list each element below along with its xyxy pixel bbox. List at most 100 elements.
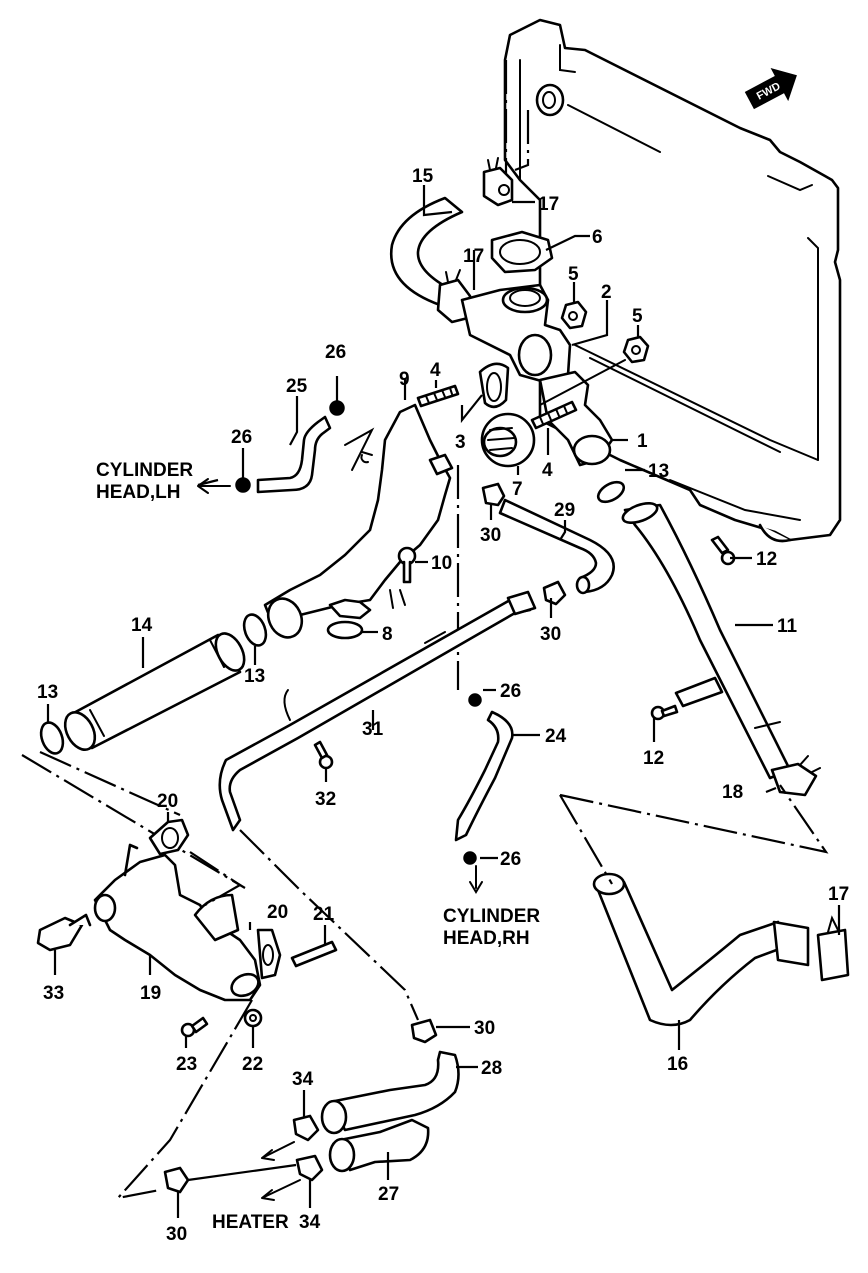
nut	[560, 300, 588, 330]
callout-21[interactable]: 21	[313, 904, 335, 925]
temperature-sensor	[36, 913, 92, 952]
connection-line	[21, 754, 246, 889]
nut	[243, 1008, 263, 1028]
connection-line	[39, 750, 181, 817]
front-direction-arrow: FWD	[744, 68, 797, 110]
callout-26b[interactable]: 26	[231, 427, 252, 448]
callout-13c[interactable]: 13	[37, 682, 58, 703]
callout-6[interactable]: 6	[592, 227, 603, 248]
bracket	[674, 676, 724, 708]
svg-text:HEAD,LH: HEAD,LH	[96, 482, 180, 503]
callout-24[interactable]: 24	[545, 726, 567, 747]
callout-26d[interactable]: 26	[500, 849, 521, 870]
callout-34b[interactable]: 34	[299, 1212, 321, 1233]
water-pipe-housing	[263, 403, 454, 639]
connection-line	[189, 851, 243, 906]
callout-4a[interactable]: 4	[430, 360, 441, 381]
bolt	[650, 704, 679, 721]
callout-23[interactable]: 23	[176, 1054, 197, 1075]
water-pipe	[63, 632, 246, 751]
callout-11[interactable]: 11	[777, 616, 798, 637]
hose-clamp	[482, 157, 514, 207]
o-ring	[326, 620, 364, 640]
callout-27[interactable]: 27	[378, 1184, 399, 1205]
callout-7[interactable]: 7	[512, 479, 523, 500]
bolt	[180, 1016, 209, 1038]
o-ring	[39, 721, 65, 755]
gasket	[478, 362, 510, 409]
note-cylinder-head-rh: CYLINDER HEAD,RH	[443, 906, 540, 949]
hose-clamp	[163, 1166, 190, 1194]
svg-text:HEATER: HEATER	[212, 1212, 289, 1233]
upper-radiator-hose	[389, 196, 464, 307]
callout-33[interactable]: 33	[43, 983, 64, 1004]
o-ring	[596, 480, 626, 504]
hose-clamp-small	[410, 1018, 438, 1044]
heater-hose	[328, 1118, 430, 1173]
radiator	[503, 18, 842, 543]
callout-20a[interactable]: 20	[157, 791, 178, 812]
thermostat	[480, 412, 536, 468]
callout-30a[interactable]: 30	[480, 525, 501, 546]
hose-clamp	[295, 1154, 324, 1182]
connection-line	[559, 794, 613, 885]
callout-26a[interactable]: 26	[325, 342, 346, 363]
connection-line	[115, 999, 253, 1200]
callout-12b[interactable]: 12	[643, 748, 664, 769]
water-inlet-elbow	[93, 843, 262, 1002]
callout-29[interactable]: 29	[554, 500, 575, 521]
callout-14[interactable]: 14	[131, 615, 153, 636]
nut	[622, 335, 650, 364]
heater-hose	[320, 1050, 460, 1135]
callout-13a[interactable]: 13	[648, 461, 669, 482]
callout-4b[interactable]: 4	[542, 460, 553, 481]
callout-26c[interactable]: 26	[500, 681, 521, 702]
bolt	[397, 546, 417, 584]
hose-clamp-small	[468, 693, 482, 707]
callout-12a[interactable]: 12	[756, 549, 777, 570]
callout-25[interactable]: 25	[286, 376, 308, 397]
lower-radiator-hose	[621, 501, 792, 780]
callout-1[interactable]: 1	[637, 431, 648, 452]
callout-30b[interactable]: 30	[540, 624, 561, 645]
callout-22[interactable]: 22	[242, 1054, 263, 1075]
callout-32[interactable]: 32	[315, 789, 336, 810]
connection-line	[559, 784, 829, 854]
callout-2[interactable]: 2	[601, 282, 612, 303]
leader-lines	[46, 185, 841, 1218]
arrow-icon	[744, 68, 797, 110]
callout-8[interactable]: 8	[382, 624, 393, 645]
callout-16[interactable]: 16	[667, 1054, 688, 1075]
svg-text:HEAD,RH: HEAD,RH	[443, 928, 530, 949]
water-outlet	[460, 283, 572, 384]
bypass-hose	[498, 498, 615, 595]
callout-19[interactable]: 19	[140, 983, 161, 1004]
callout-10[interactable]: 10	[431, 553, 452, 574]
callout-34a[interactable]: 34	[292, 1069, 314, 1090]
note-heater: HEATER	[212, 1212, 289, 1233]
o-ring	[242, 613, 268, 647]
callout-15[interactable]: 15	[412, 166, 434, 187]
gasket	[256, 928, 282, 980]
callout-17b[interactable]: 17	[463, 246, 484, 267]
water-inlet	[538, 359, 626, 467]
callout-18[interactable]: 18	[722, 782, 743, 803]
callout-30d[interactable]: 30	[166, 1224, 187, 1245]
callout-28[interactable]: 28	[481, 1058, 502, 1079]
note-cylinder-head-lh: CYLINDER HEAD,LH	[96, 460, 231, 503]
hose-clamp-small	[463, 851, 477, 865]
callout-20b[interactable]: 20	[267, 902, 288, 923]
callout-9[interactable]: 9	[399, 369, 410, 390]
callout-3[interactable]: 3	[455, 432, 466, 453]
callout-31[interactable]: 31	[362, 719, 384, 740]
callout-17a[interactable]: 17	[538, 194, 559, 215]
callout-5a[interactable]: 5	[568, 264, 579, 285]
stud	[416, 384, 460, 408]
callout-5b[interactable]: 5	[632, 306, 643, 327]
hose-clamp-small	[329, 400, 345, 416]
callout-13b[interactable]: 13	[244, 666, 265, 687]
callout-30c[interactable]: 30	[474, 1018, 495, 1039]
callout-17c[interactable]: 17	[828, 884, 849, 905]
connection-line	[239, 829, 420, 1021]
